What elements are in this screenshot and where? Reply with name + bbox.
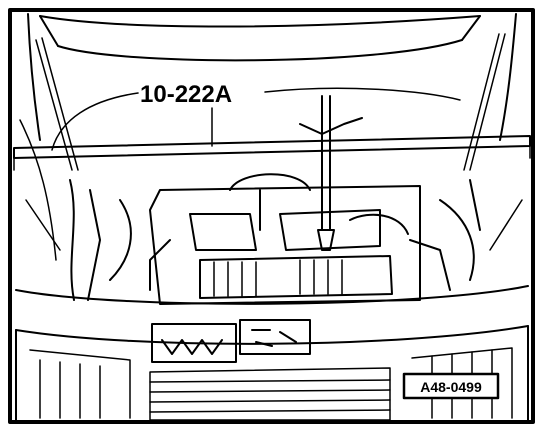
figure-frame — [8, 8, 535, 424]
figure-code-box — [402, 372, 500, 400]
lifting-hook — [299, 95, 363, 251]
lock-carrier — [151, 319, 311, 363]
support-bar — [13, 135, 531, 171]
open-hood — [27, 13, 517, 141]
label-leaders — [51, 87, 461, 151]
tool-label: 10-222A — [140, 81, 232, 108]
figure-code: A48-0499 — [420, 379, 482, 395]
front-grille — [29, 347, 513, 421]
front-panel — [15, 285, 529, 423]
hood-struts — [19, 33, 523, 261]
intake-runners — [213, 259, 343, 297]
engine-block — [69, 173, 481, 305]
